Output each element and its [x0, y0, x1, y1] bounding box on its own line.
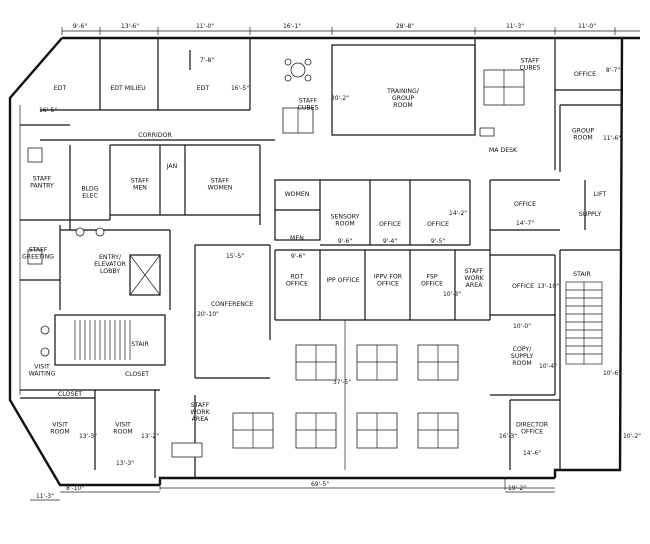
dim-director-width: 14'-6"	[523, 450, 541, 457]
dim-group-depth: 11'-6"	[603, 135, 621, 142]
dim-edt1-depth: 16'-5"	[39, 107, 57, 114]
dim-director-depth: 16'-3"	[499, 433, 517, 440]
elevator-shaft	[129, 254, 161, 296]
dim-edt2-depth: 16'-5"	[231, 85, 249, 92]
room-lift: LIFT	[594, 191, 607, 198]
bottom-dimension-line: 8'-10" 11'-3" 69'-5" 19'-2"	[30, 481, 555, 501]
dim-copy-width: 10'-0"	[513, 323, 531, 330]
room-closet-2: CLOSET	[58, 391, 82, 398]
dim-bottom-2: 11'-3"	[36, 493, 54, 500]
interior-dimensions: 16'-5" 16'-5" 7'-8" 20'-2" 8'-7" 11'-6" …	[39, 57, 641, 467]
room-office-top-right: OFFICE	[574, 71, 596, 78]
dim-side-right: 10'-2"	[623, 433, 641, 440]
room-edt-1: EDT	[54, 85, 67, 92]
dim-office-r2-depth: 13'-10"	[537, 283, 559, 290]
dim-conference-depth: 20'-10"	[197, 311, 219, 318]
room-closet-1: CLOSET	[125, 371, 149, 378]
dim-bottom-4: 19'-2"	[508, 485, 526, 492]
room-conference: CONFERENCE	[211, 301, 253, 308]
room-corridor: CORRIDOR	[138, 132, 172, 139]
dim-sensory-width: 9'-6"	[338, 238, 352, 245]
workstation-clusters	[27, 58, 525, 458]
right-stair	[565, 281, 603, 365]
dim-office-depth: 14'-2"	[449, 210, 467, 217]
left-stair	[74, 320, 131, 360]
dim-visit-width: 13'-3"	[116, 460, 134, 467]
dim-bottom-3: 69'-5"	[311, 481, 329, 488]
top-row-walls	[40, 38, 622, 172]
dim-corridor-2: 15'-5"	[226, 253, 244, 260]
dim-visit-depth-1: 13'-3"	[79, 433, 97, 440]
room-edt-2: EDT	[197, 85, 210, 92]
dim-top-3: 11'-0"	[196, 23, 214, 30]
room-men: MEN	[290, 235, 304, 242]
room-supply: SUPPLY	[579, 211, 602, 218]
room-office-right: OFFICE	[514, 201, 536, 208]
dim-copy-depth: 10'-4"	[539, 363, 557, 370]
dim-office-right-width: 14'-7"	[516, 220, 534, 227]
center-walls	[274, 179, 586, 321]
room-stair-right: STAIR	[573, 271, 591, 278]
open-area-divider	[194, 320, 346, 478]
dim-stair-depth: 10'-6"	[603, 370, 621, 377]
right-walls	[490, 249, 622, 470]
dim-work-depth: 37'-5"	[333, 379, 351, 386]
dim-top-5: 28'-8"	[396, 23, 414, 30]
left-wing-walls	[20, 124, 261, 478]
room-office-center-2: OFFICE	[427, 221, 449, 228]
dim-fsp-depth: 10'-3"	[443, 291, 461, 298]
dim-office-width-1: 9'-4"	[383, 238, 397, 245]
room-jan: JAN	[166, 163, 178, 170]
dim-top-2: 13'-6"	[121, 23, 139, 30]
room-edt-milieu: EDT MILIEU	[110, 85, 145, 92]
dim-visit-depth-2: 13'-2"	[141, 433, 159, 440]
dim-top-6: 11'-3"	[506, 23, 524, 30]
dim-top-4: 16'-1"	[283, 23, 301, 30]
room-women: WOMEN	[285, 191, 310, 198]
top-dimension-line: 9'-6" 13'-6" 11'-0" 16'-1" 28'-8" 11'-3"…	[61, 23, 640, 35]
room-stair-left: STAIR	[131, 341, 149, 348]
dim-corridor: 9'-6"	[291, 253, 305, 260]
dim-top-7: 11'-0"	[578, 23, 596, 30]
dim-office-tr-depth: 8'-7"	[606, 67, 620, 74]
dim-office-width-2: 9'-5"	[431, 238, 445, 245]
dim-cubes-depth: 20'-2"	[331, 95, 349, 102]
dim-bottom-1: 8'-10"	[66, 485, 84, 492]
room-office-right-2: OFFICE	[512, 283, 534, 290]
room-ipp-office: IPP OFFICE	[326, 277, 359, 284]
dim-edt-width: 7'-8"	[200, 57, 214, 64]
room-office-center-1: OFFICE	[379, 221, 401, 228]
exterior-walls	[8, 36, 640, 490]
room-ma-desk: MA DESK	[489, 147, 518, 154]
conference-walls	[194, 244, 271, 379]
dim-top-1: 9'-6"	[73, 23, 87, 30]
